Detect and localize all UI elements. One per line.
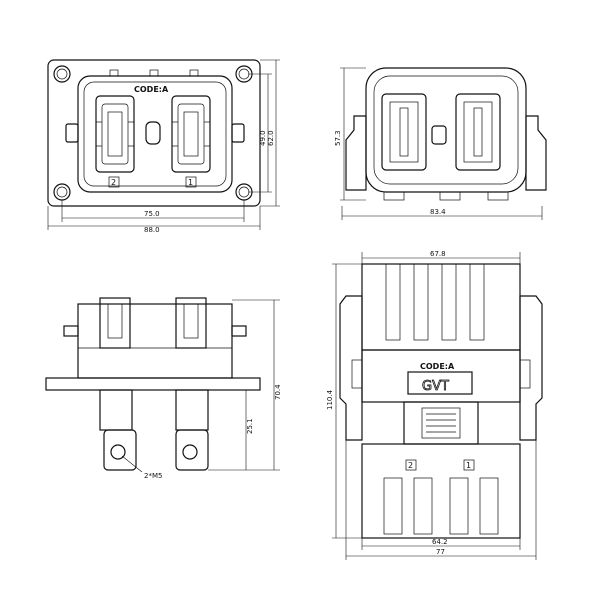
dim-top-width: 67.8 bbox=[430, 250, 446, 258]
dim-tab-height: 25.1 bbox=[246, 418, 254, 434]
dimension-lines bbox=[47, 59, 280, 230]
side-view: 70.4 25.1 2*M5 bbox=[45, 297, 282, 480]
port-2-label: 2 bbox=[408, 461, 413, 470]
dim-height: 57.3 bbox=[334, 130, 342, 146]
bolt-callout: 2*M5 bbox=[144, 472, 162, 480]
dim-width: 83.4 bbox=[430, 208, 446, 216]
dim-inner-width: 75.0 bbox=[144, 210, 160, 218]
code-label: CODE:A bbox=[134, 85, 169, 94]
dim-inner-height: 49.0 bbox=[259, 130, 267, 146]
dim-height: 70.4 bbox=[274, 384, 282, 400]
dim-outer-width: 77 bbox=[436, 548, 445, 556]
mounting-hole bbox=[53, 183, 71, 201]
top-left-socket bbox=[381, 93, 427, 171]
port-1-label: 1 bbox=[466, 461, 471, 470]
port-2-label: 2 bbox=[111, 178, 116, 187]
rear-view: CODE:A GVT 2 1 bbox=[326, 250, 543, 560]
port-1-label: 1 bbox=[188, 178, 193, 187]
dim-inner-width: 64.2 bbox=[432, 538, 448, 546]
gvt-logo: GVT bbox=[422, 379, 449, 394]
dimension-lines bbox=[121, 299, 280, 473]
top-view: 57.3 83.4 bbox=[334, 67, 547, 220]
terminal-tab bbox=[99, 389, 137, 471]
dim-outer-height: 62.0 bbox=[267, 130, 275, 146]
dim-height: 110.4 bbox=[326, 389, 334, 410]
front-view: CODE:A 2 1 75.0 88.0 49.0 62.0 bbox=[47, 59, 280, 234]
port-2-socket bbox=[95, 95, 135, 173]
terminal-tab bbox=[175, 389, 209, 471]
mounting-hole bbox=[53, 65, 71, 83]
port-1-socket bbox=[171, 95, 211, 173]
dimension-lines bbox=[340, 67, 543, 220]
top-right-socket bbox=[455, 93, 501, 171]
dim-outer-width: 88.0 bbox=[144, 226, 160, 234]
code-label: CODE:A bbox=[420, 362, 455, 371]
dimension-lines bbox=[332, 252, 537, 560]
